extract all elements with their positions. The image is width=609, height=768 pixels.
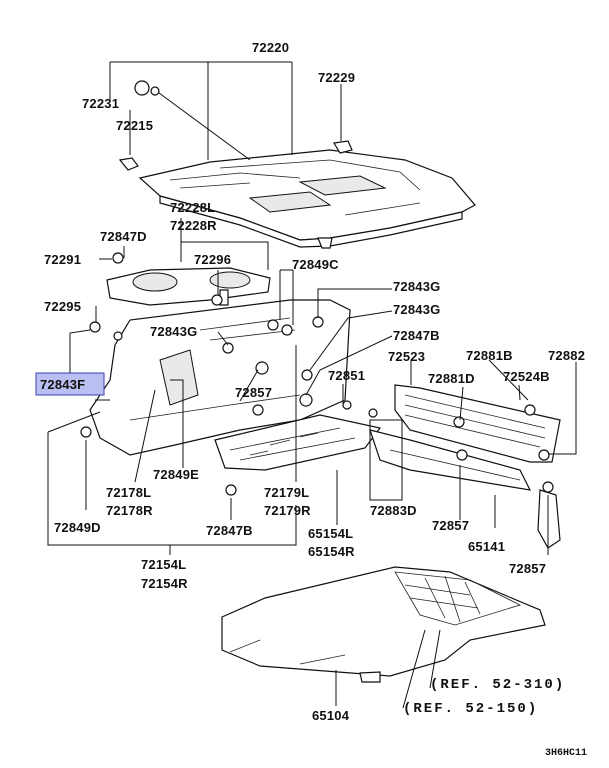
- label-72881D[interactable]: 72881D: [428, 371, 475, 386]
- label-72843G-2[interactable]: 72843G: [393, 302, 440, 317]
- label-72178L[interactable]: 72178L: [106, 485, 151, 500]
- trunk-mat-drawing: [221, 566, 546, 683]
- label-72843F[interactable]: 72843F: [40, 377, 85, 392]
- label-72847B-2[interactable]: 72847B: [206, 523, 253, 538]
- label-72154R[interactable]: 72154R: [141, 576, 188, 591]
- label-72883D[interactable]: 72883D: [370, 503, 417, 518]
- label-72524B[interactable]: 72524B: [503, 369, 550, 384]
- label-72847B-1[interactable]: 72847B: [393, 328, 440, 343]
- label-72220[interactable]: 72220: [252, 40, 289, 55]
- label-72843G-1[interactable]: 72843G: [393, 279, 440, 294]
- label-72231[interactable]: 72231: [82, 96, 119, 111]
- label-72882[interactable]: 72882: [548, 348, 585, 363]
- label-72849E[interactable]: 72849E: [153, 467, 199, 482]
- label-72881B[interactable]: 72881B: [466, 348, 513, 363]
- leader-lines: [47, 61, 577, 709]
- label-72857-3[interactable]: 72857: [509, 561, 546, 576]
- label-72228R[interactable]: 72228R: [170, 218, 217, 233]
- right-trim-panel-drawing: [369, 384, 561, 549]
- label-65154R[interactable]: 65154R: [308, 544, 355, 559]
- label-72179L[interactable]: 72179L: [264, 485, 309, 500]
- reference-labels: (REF. 52-310) (REF. 52-150): [403, 677, 565, 717]
- fasteners-drawing: [80, 252, 554, 496]
- label-65154L[interactable]: 65154L: [308, 526, 353, 541]
- label-72523[interactable]: 72523: [388, 349, 425, 364]
- label-72296[interactable]: 72296: [194, 252, 231, 267]
- ref-52-310[interactable]: (REF. 52-310): [430, 677, 565, 693]
- ref-52-150[interactable]: (REF. 52-150): [403, 701, 538, 717]
- label-72851[interactable]: 72851: [328, 368, 365, 383]
- trunk-floor-board-drawing: [214, 414, 382, 471]
- label-72849C[interactable]: 72849C: [292, 257, 339, 272]
- label-72178R[interactable]: 72178R: [106, 503, 153, 518]
- label-72295[interactable]: 72295: [44, 299, 81, 314]
- label-72228L[interactable]: 72228L: [170, 200, 215, 215]
- label-65141[interactable]: 65141: [468, 539, 505, 554]
- parcel-shelf-drawing: [118, 80, 476, 249]
- label-72849D[interactable]: 72849D: [54, 520, 101, 535]
- part-labels: 72220 72229 72231 72215 72228L 72228R 72…: [40, 40, 585, 723]
- highlight-box: [35, 372, 105, 396]
- label-72179R[interactable]: 72179R: [264, 503, 311, 518]
- left-side-trim-drawing: [89, 267, 351, 456]
- label-72857-2[interactable]: 72857: [432, 518, 469, 533]
- label-72857-1[interactable]: 72857: [235, 385, 272, 400]
- label-72215[interactable]: 72215: [116, 118, 153, 133]
- label-72847D[interactable]: 72847D: [100, 229, 147, 244]
- label-72291[interactable]: 72291: [44, 252, 81, 267]
- label-65104[interactable]: 65104: [312, 708, 350, 723]
- label-72229[interactable]: 72229: [318, 70, 355, 85]
- label-72154L[interactable]: 72154L: [141, 557, 186, 572]
- diagram-code: 3H6HC11: [545, 748, 587, 759]
- label-72843G-3[interactable]: 72843G: [150, 324, 197, 339]
